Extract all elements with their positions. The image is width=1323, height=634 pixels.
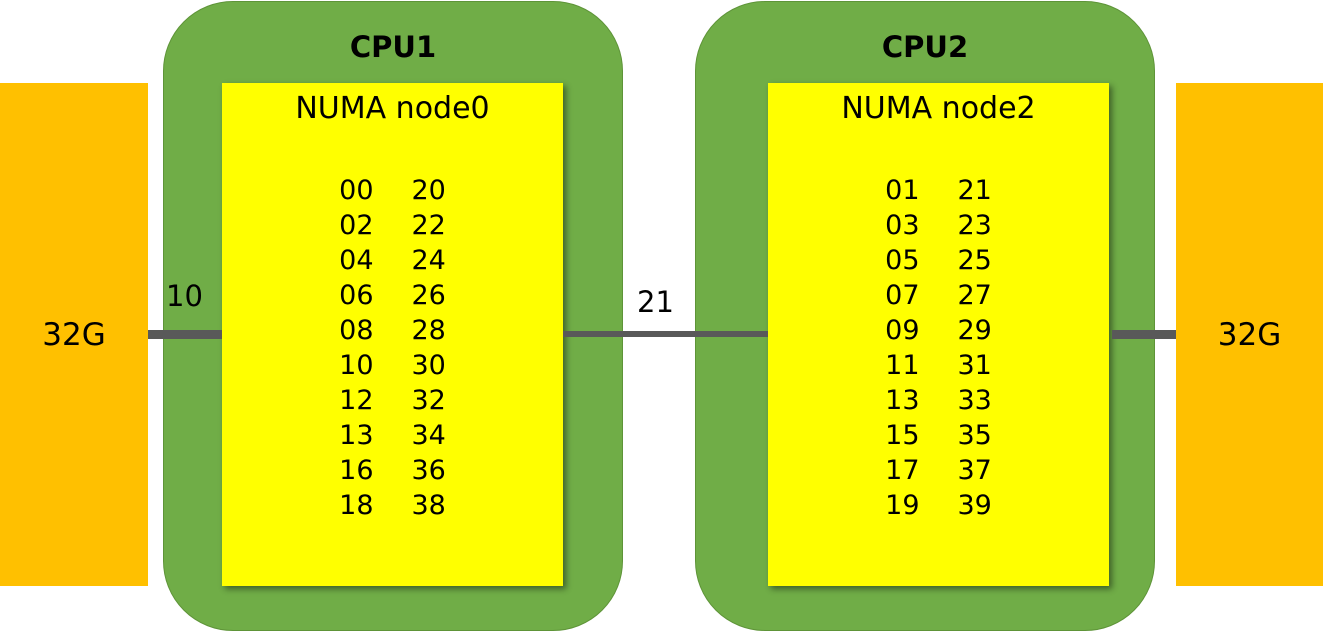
cpu-title: CPU2 (881, 30, 969, 64)
core-id: 12 (339, 385, 374, 416)
core-id: 19 (885, 490, 920, 521)
memory-size-label: 32G (42, 316, 106, 353)
core-id: 17 (885, 455, 920, 486)
core-id: 24 (411, 245, 446, 276)
numa-node-2: NUMA node2 01 03 05 07 09 11 13 15 17 19 21 23 25 27… (768, 83, 1109, 586)
memory-link-right (1112, 330, 1176, 339)
core-id: 09 (885, 315, 920, 346)
core-id: 03 (885, 210, 920, 241)
core-id: 39 (957, 490, 992, 521)
core-id: 08 (339, 315, 374, 346)
core-list: 00 02 04 06 08 10 12 13 16 18 20 22 24 26 28 30 32 34 36 3… (222, 173, 563, 523)
core-id: 37 (957, 455, 992, 486)
core-id: 11 (885, 350, 920, 381)
core-id: 06 (339, 280, 374, 311)
memory-bank-left: 32G (0, 83, 148, 586)
core-id: 25 (957, 245, 992, 276)
core-id: 16 (339, 455, 374, 486)
core-id: 23 (957, 210, 992, 241)
numa-node-title: NUMA node0 (295, 91, 490, 126)
core-id: 32 (411, 385, 446, 416)
core-column-1: 00 02 04 06 08 10 12 13 16 18 (339, 173, 373, 523)
core-id: 13 (339, 420, 374, 451)
core-id: 20 (411, 175, 446, 206)
core-id: 34 (411, 420, 446, 451)
memory-link-left (148, 330, 222, 339)
core-column-2: 20 22 24 26 28 30 32 34 36 38 (412, 173, 446, 523)
core-id: 28 (411, 315, 446, 346)
core-id: 31 (957, 350, 992, 381)
core-id: 04 (339, 245, 374, 276)
cpu-title: CPU1 (349, 30, 437, 64)
core-id: 05 (885, 245, 920, 276)
numa-node-0: NUMA node0 00 02 04 06 08 10 12 13 16 18 20 22 24 26… (222, 83, 563, 586)
numa-interconnect-link (563, 331, 768, 337)
core-id: 01 (885, 175, 920, 206)
remote-distance-label: 21 (637, 285, 674, 319)
core-id: 33 (957, 385, 992, 416)
core-id: 30 (411, 350, 446, 381)
memory-bank-right: 32G (1176, 83, 1323, 586)
core-id: 10 (339, 350, 374, 381)
core-id: 27 (957, 280, 992, 311)
core-column-2: 21 23 25 27 29 31 33 35 37 39 (958, 173, 992, 523)
numa-node-title: NUMA node2 (841, 91, 1036, 126)
core-id: 21 (957, 175, 992, 206)
core-id: 15 (885, 420, 920, 451)
local-distance-label: 10 (166, 279, 203, 313)
core-id: 22 (411, 210, 446, 241)
core-column-1: 01 03 05 07 09 11 13 15 17 19 (885, 173, 919, 523)
core-id: 26 (411, 280, 446, 311)
core-id: 29 (957, 315, 992, 346)
core-id: 00 (339, 175, 374, 206)
core-id: 13 (885, 385, 920, 416)
memory-size-label: 32G (1217, 316, 1282, 353)
core-list: 01 03 05 07 09 11 13 15 17 19 21 23 25 27 29 31 33 35 37 3… (768, 173, 1109, 523)
core-id: 18 (339, 490, 374, 521)
core-id: 02 (339, 210, 374, 241)
core-id: 07 (885, 280, 920, 311)
core-id: 38 (411, 490, 446, 521)
core-id: 36 (411, 455, 446, 486)
core-id: 35 (957, 420, 992, 451)
